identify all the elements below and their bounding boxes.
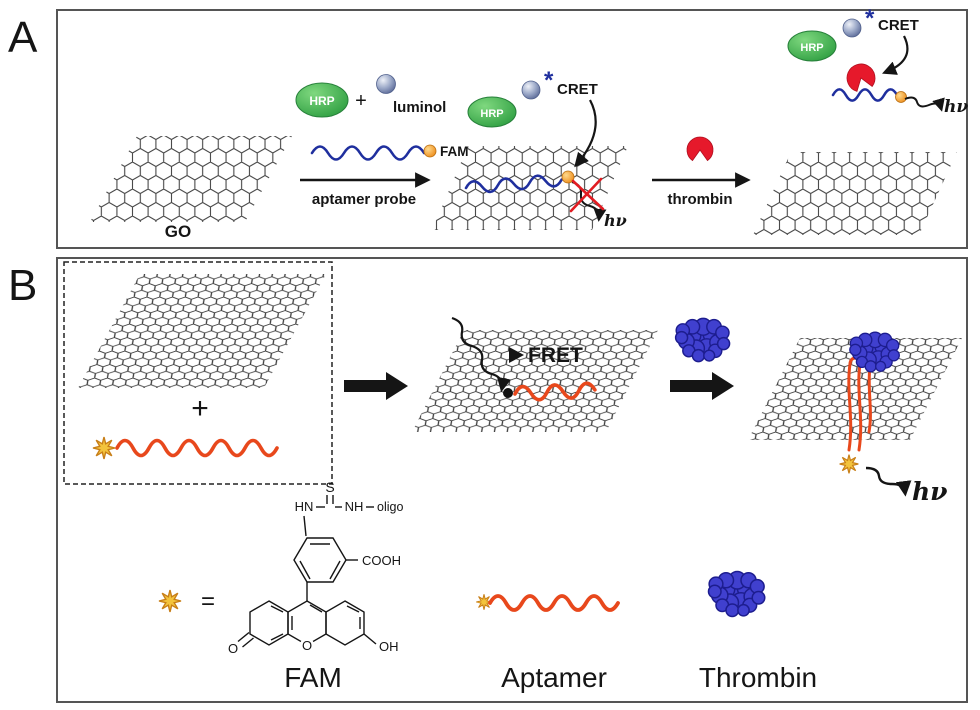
legend-aptamer-wave [488, 594, 620, 612]
group-oh: OH [379, 639, 399, 654]
panel-a: A GO HRP + luminol aptamer probe FAM HRP… [8, 5, 968, 249]
fam-label: FAM [440, 144, 469, 159]
atom-ketone-o: O [228, 641, 238, 656]
hv-label-quenched: hν [604, 211, 627, 230]
fam-dot-icon [423, 144, 437, 158]
hrp-label: HRP [800, 42, 823, 54]
luminol-sphere-icon [521, 80, 541, 100]
cret-curved-arrow [574, 99, 597, 168]
emission-photon-squiggle [865, 466, 912, 497]
fam-rings [249, 537, 365, 646]
legend-aptamer-label: Aptamer [501, 662, 607, 693]
legend-thrombin-label: Thrombin [699, 662, 817, 693]
thrombin-pacman-icon [686, 136, 714, 162]
cret-curved-arrow [882, 35, 909, 75]
hv-label-emitted: hν [944, 97, 968, 117]
fam-structure-bonds [237, 495, 377, 648]
released-aptamer-wave [831, 88, 899, 102]
hv-label-emitted: hν [912, 477, 948, 506]
cret-label: CRET [557, 81, 598, 98]
panel-b: B + FRET hν S [8, 257, 968, 703]
equals-sign: = [201, 588, 215, 615]
graphene-sheet-released [748, 338, 962, 440]
graphene-sheet-3d [78, 274, 326, 388]
atom-s: S [325, 479, 334, 495]
emission-photon-squiggle [904, 96, 945, 112]
legend-fam-star-icon [158, 589, 182, 613]
excited-asterisk: * [865, 5, 875, 32]
group-cooh: COOH [362, 553, 401, 568]
atom-ring-o: O [302, 638, 312, 653]
fam-star-icon [92, 436, 116, 460]
fret-label: FRET [528, 344, 583, 367]
hrp-label: HRP [309, 94, 334, 108]
panel-a-label: A [8, 13, 38, 62]
hrp-enzyme-icon [295, 82, 349, 118]
group-hn: HN [295, 499, 314, 514]
thrombin-pacman-icon [846, 63, 876, 92]
panel-b-label: B [8, 261, 37, 310]
luminol-sphere-icon [376, 74, 396, 94]
fam-chemical-structure: S HN NH oligo [228, 479, 404, 656]
no-emission-cross-icon [569, 177, 605, 213]
cret-label: CRET [878, 17, 919, 34]
luminol-label: luminol [393, 99, 446, 116]
block-arrow-2 [670, 372, 734, 400]
mixing-dashed-box [63, 261, 333, 485]
fam-star-icon [839, 454, 859, 474]
fam-dot-icon [895, 91, 907, 103]
graphene-sheet-go [90, 136, 292, 222]
plus-sign: + [355, 90, 367, 112]
quenched-fam-dot-icon [503, 388, 513, 398]
graphene-sheet-released [753, 152, 957, 235]
legend-fam-label: FAM [284, 662, 342, 693]
excited-asterisk: * [544, 67, 554, 94]
graphene-sheet-fret [412, 330, 658, 432]
group-nh: NH [345, 499, 364, 514]
hrp-enzyme-icon [467, 96, 517, 128]
hrp-label: HRP [480, 108, 503, 120]
fam-dot-quenched-icon [561, 170, 575, 184]
plus-sign: + [191, 392, 209, 425]
aptamer-probe-label: aptamer probe [312, 191, 416, 208]
fret-pointer-icon [509, 347, 524, 363]
aptamer-probe-wave [310, 145, 426, 161]
ring-o-mask [300, 638, 314, 652]
hrp-enzyme-icon [787, 30, 837, 62]
adsorbed-aptamer-wave [513, 381, 597, 402]
go-label: GO [165, 222, 191, 241]
excitation-photon-squiggle [451, 316, 511, 393]
block-arrow-1 [344, 372, 408, 400]
group-oligo: oligo [377, 500, 403, 514]
luminol-sphere-icon [842, 18, 862, 38]
aptamer-wave [115, 438, 279, 458]
adsorbed-aptamer-wave [464, 174, 563, 194]
thrombin-label: thrombin [668, 191, 733, 208]
